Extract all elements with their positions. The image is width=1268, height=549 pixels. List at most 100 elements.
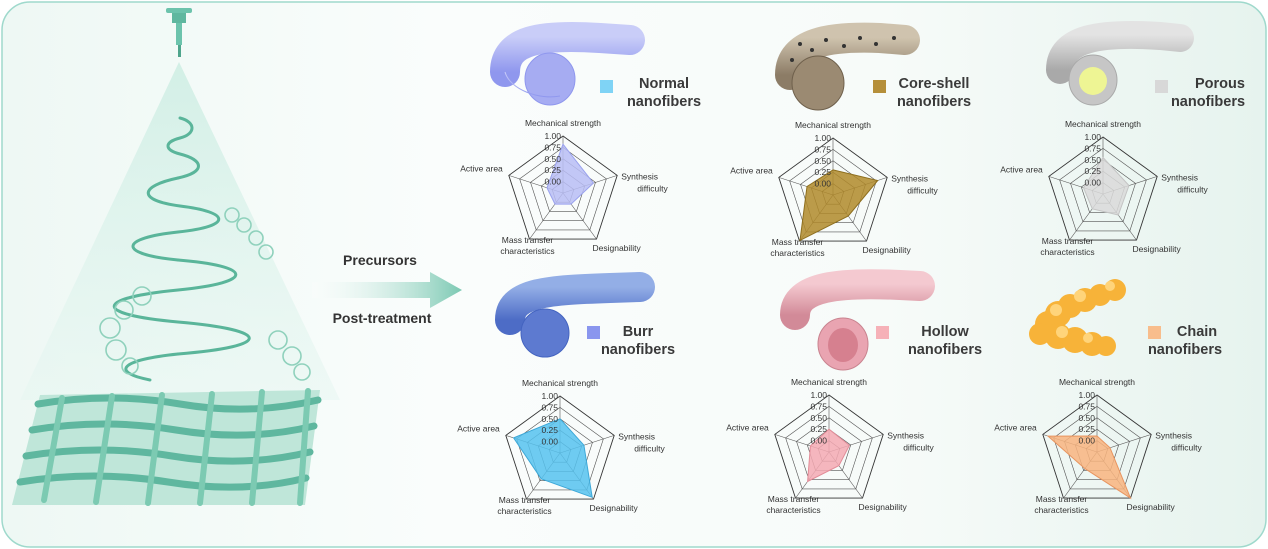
radar-tick-label: 0.75: [541, 402, 558, 412]
radar-tick-label: 0.25: [544, 165, 561, 175]
radar-tick-label: 0.75: [810, 401, 827, 411]
axis-label-mechanical-strength: Mechanical strength: [795, 120, 871, 130]
axis-label-mass-transfer-line1: Mass transfer: [768, 494, 820, 504]
radar-series-area: [1046, 435, 1132, 500]
axis-label-synthesis-difficulty-line2: difficulty: [1177, 184, 1208, 194]
axis-label-mass-transfer-line2: characteristics: [500, 246, 554, 256]
radar-grid-ring: [789, 149, 877, 233]
radar-tick-label: 0.75: [1078, 401, 1095, 411]
fiber-title-line1: Hollow: [921, 324, 969, 340]
radar-tick-label: 0.75: [544, 142, 561, 152]
radar-grid-ring: [508, 135, 618, 240]
axis-label-mass-transfer-line1: Mass transfer: [502, 235, 554, 245]
radar-tick-label: 0.75: [814, 144, 831, 154]
radar-series-area: [799, 169, 879, 242]
fiber-title-line2: nanofibers: [601, 342, 675, 358]
legend-swatch: [873, 80, 886, 93]
axis-label-mechanical-strength: Mechanical strength: [522, 378, 598, 388]
radar-series-area: [512, 418, 593, 499]
core-shell-fiber-icon: [775, 22, 920, 111]
radar-tick-label: 0.50: [1078, 413, 1095, 423]
radar-tick-label: 0.50: [1084, 155, 1101, 165]
fiber-title-line2: nanofibers: [908, 342, 982, 358]
fiber-title-line2: nanofibers: [1148, 342, 1222, 358]
axis-label-synthesis-difficulty-line1: Synthesis: [891, 173, 928, 183]
radar-tick-label: 0.50: [810, 413, 827, 423]
radar-grid-ring: [1053, 406, 1141, 490]
axis-label-synthesis-difficulty-line2: difficulty: [903, 442, 934, 452]
radar-tick-label: 0.75: [1084, 143, 1101, 153]
burr-fiber-icon: [495, 272, 655, 358]
chain-fiber-icon: [1029, 279, 1126, 356]
porous-fiber-icon: [1046, 20, 1194, 106]
radar-grid-ring: [519, 147, 607, 231]
spinneret-icon: [166, 8, 192, 57]
fiber-title-line2: nanofibers: [897, 94, 971, 110]
axis-label-mechanical-strength: Mechanical strength: [525, 118, 601, 128]
axis-label-designability: Designability: [593, 243, 642, 253]
fiber-title-line2: nanofibers: [1171, 94, 1245, 110]
axis-label-designability: Designability: [1127, 502, 1176, 512]
fiber-title-line1: Porous: [1195, 76, 1245, 92]
axis-label-designability: Designability: [1133, 244, 1182, 254]
legend-swatch: [1148, 326, 1161, 339]
radar-tick-label: 0.00: [814, 179, 831, 189]
radar-tick-label: 0.00: [1084, 178, 1101, 188]
legend-swatch: [1155, 80, 1168, 93]
fiber-title-line1: Normal: [639, 76, 689, 92]
radar-tick-label: 0.25: [810, 424, 827, 434]
axis-label-mass-transfer-line2: characteristics: [766, 505, 820, 515]
precursors-label: Precursors: [343, 252, 417, 268]
fiber-title-line1: Chain: [1177, 324, 1217, 340]
axis-label-synthesis-difficulty-line1: Synthesis: [621, 171, 658, 181]
radar-grid-ring: [796, 417, 862, 481]
radar-grid-ring: [785, 406, 873, 490]
axis-label-mass-transfer-line1: Mass transfer: [772, 237, 824, 247]
axis-label-active-area: Active area: [994, 422, 1037, 432]
legend-swatch: [876, 326, 889, 339]
radar-tick-label: 1.00: [541, 391, 558, 401]
axis-label-mass-transfer-line2: characteristics: [770, 248, 824, 258]
axis-label-synthesis-difficulty-line2: difficulty: [1171, 442, 1202, 452]
axis-label-active-area: Active area: [730, 165, 773, 175]
electrospinning-illustration: [12, 8, 340, 506]
axis-label-synthesis-difficulty-line1: Synthesis: [1161, 172, 1198, 182]
fiber-title-line1: Burr: [623, 324, 654, 340]
axis-label-mechanical-strength: Mechanical strength: [1065, 119, 1141, 129]
radar-grid-ring: [1042, 394, 1152, 499]
fiber-title-line1: Core-shell: [899, 76, 970, 92]
axis-label-designability: Designability: [590, 503, 639, 513]
normal-fiber-icon: [490, 21, 645, 106]
radar-tick-label: 1.00: [1084, 132, 1101, 142]
radar-tick-label: 0.00: [810, 436, 827, 446]
process-arrow: [312, 272, 462, 308]
axis-label-synthesis-difficulty-line2: difficulty: [634, 443, 665, 453]
radar-series-area: [546, 143, 595, 205]
axis-label-active-area: Active area: [726, 422, 769, 432]
axis-label-designability: Designability: [859, 502, 908, 512]
axis-label-mass-transfer-line2: characteristics: [497, 506, 551, 516]
radar-tick-label: 0.25: [1078, 424, 1095, 434]
radar-series-area: [1082, 156, 1130, 216]
radar-grid-ring: [778, 137, 888, 242]
axis-label-synthesis-difficulty-line1: Synthesis: [887, 430, 924, 440]
fiber-title-line2: nanofibers: [627, 94, 701, 110]
axis-label-mass-transfer-line1: Mass transfer: [499, 495, 551, 505]
radar-tick-label: 1.00: [810, 390, 827, 400]
axis-label-mechanical-strength: Mechanical strength: [791, 377, 867, 387]
radar-tick-label: 0.25: [814, 167, 831, 177]
radar-grid-ring: [1070, 159, 1136, 222]
radar-tick-label: 0.50: [544, 154, 561, 164]
axis-label-mechanical-strength: Mechanical strength: [1059, 377, 1135, 387]
radar-chart-4: 1.000.75 0.500.25 0.00 Mechanical strengthS…: [726, 324, 982, 515]
radar-grid-ring: [774, 394, 884, 499]
legend-swatch: [587, 326, 600, 339]
radar-grid-ring: [1048, 136, 1158, 241]
jet-loops: [99, 207, 311, 381]
